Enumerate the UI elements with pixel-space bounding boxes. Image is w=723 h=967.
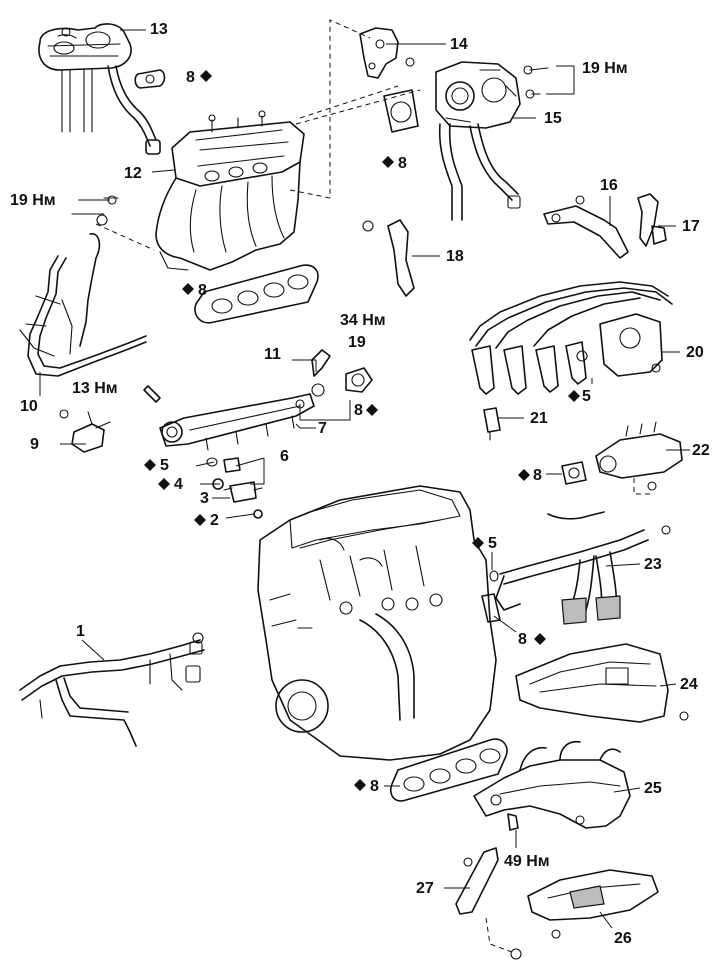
gasket-8-upper-left <box>134 69 166 89</box>
diamond-marker-5a <box>144 459 156 471</box>
diamond-marker-5b <box>568 390 580 402</box>
diamond-marker-8d <box>366 404 378 416</box>
callout-10: 10 <box>20 398 38 415</box>
callout-5-coil: 5 <box>582 388 591 405</box>
callout-17: 17 <box>682 218 700 235</box>
callout-torque-49nm: 49 Нм <box>504 853 550 870</box>
callout-8-exhaust: 8 <box>370 778 379 795</box>
water-bypass-pipe-23-part <box>495 511 671 625</box>
callout-20: 20 <box>686 344 704 361</box>
callout-torque-34nm: 34 Нм <box>340 312 386 329</box>
callout-9: 9 <box>30 436 39 453</box>
callout-16: 16 <box>600 177 618 194</box>
damper-11-part <box>295 349 331 409</box>
sensor-21-part <box>483 407 501 441</box>
callout-5-bypass: 5 <box>488 535 497 552</box>
callout-torque-19nm-manifold: 19 Нм <box>10 192 56 209</box>
pulsation-damper-19-part <box>345 367 373 393</box>
callout-8-intake: 8 <box>198 282 207 299</box>
callout-22: 22 <box>692 442 710 459</box>
ignition-wires-coil-part <box>469 281 673 395</box>
callout-2: 2 <box>210 512 219 529</box>
callout-3: 3 <box>200 490 209 507</box>
diamond-marker-8e <box>518 469 530 481</box>
callout-13: 13 <box>150 21 168 38</box>
callout-torque-19nm-throttle: 19 Нм <box>582 60 628 77</box>
callout-8-upper-left: 8 <box>186 69 195 86</box>
wire-harness-part <box>19 632 205 747</box>
bolt-19nm-manifold <box>71 195 155 251</box>
callout-8-water-outlet: 8 <box>533 467 542 484</box>
engine-block-part <box>257 485 497 761</box>
callout-1: 1 <box>76 623 85 640</box>
throttle-bracket-part <box>359 27 415 79</box>
diamond-marker-8g <box>354 779 366 791</box>
water-outlet-22-part <box>595 421 683 495</box>
callout-8-throttle: 8 <box>398 155 407 172</box>
throttle-body-part <box>435 61 549 221</box>
callout-15: 15 <box>544 110 562 127</box>
callout-23: 23 <box>644 556 662 573</box>
stay-18-part <box>362 219 415 297</box>
bracket-17-part <box>637 193 667 247</box>
fuel-rail-part <box>159 393 315 451</box>
intake-manifold-part <box>155 110 305 271</box>
air-intake-chamber-part <box>38 23 161 155</box>
diamond-markers <box>144 70 580 791</box>
vacuum-pipe-assembly-part <box>19 233 147 377</box>
gasket-8-exhaust <box>390 738 508 802</box>
callout-torque-13nm: 13 Нм <box>72 380 118 397</box>
gasket-8-throttle <box>383 89 419 133</box>
callout-8-bypass: 8 <box>518 631 527 648</box>
heat-insulator-26-part <box>527 869 659 939</box>
callout-6: 6 <box>280 448 289 465</box>
injector-parts <box>206 457 263 519</box>
gasket-8-water-outlet <box>561 461 587 485</box>
alignment-dashed-line <box>289 19 421 199</box>
diamond-marker-4 <box>158 478 170 490</box>
callout-8-damper: 8 <box>354 402 363 419</box>
callout-26: 26 <box>614 930 632 947</box>
callout-21: 21 <box>530 410 548 427</box>
diamond-marker-2 <box>194 514 206 526</box>
bolt-13nm <box>143 385 161 403</box>
callout-14: 14 <box>450 36 468 53</box>
callout-12: 12 <box>124 165 142 182</box>
callout-25: 25 <box>644 780 662 797</box>
diamond-marker-8b <box>382 156 394 168</box>
alignment-dashed-line-2 <box>299 85 399 119</box>
gasket-8-intake <box>194 264 319 324</box>
diamond-marker-8f <box>534 633 546 645</box>
callout-18: 18 <box>446 248 464 265</box>
callout-27: 27 <box>416 880 434 897</box>
heat-insulator-24-part <box>515 643 689 723</box>
callout-labels: 13 8 14 19 Нм 15 8 12 16 19 Нм 17 18 8 3… <box>10 21 710 947</box>
bracket-16-part <box>543 195 629 259</box>
stay-27-part <box>455 847 522 960</box>
leader-lines <box>39 29 690 929</box>
diamond-marker-5c <box>472 537 484 549</box>
diamond-marker-8c <box>182 283 194 295</box>
exhaust-manifold-25-part <box>473 740 631 831</box>
callout-4: 4 <box>174 476 183 493</box>
callout-7: 7 <box>318 420 327 437</box>
vacuum-valve-9-part <box>59 409 111 453</box>
callout-24: 24 <box>680 676 698 693</box>
callout-19-damper: 19 <box>348 334 366 351</box>
callout-5-injector: 5 <box>160 457 169 474</box>
diamond-marker-8a <box>200 70 212 82</box>
callout-11: 11 <box>264 346 281 363</box>
